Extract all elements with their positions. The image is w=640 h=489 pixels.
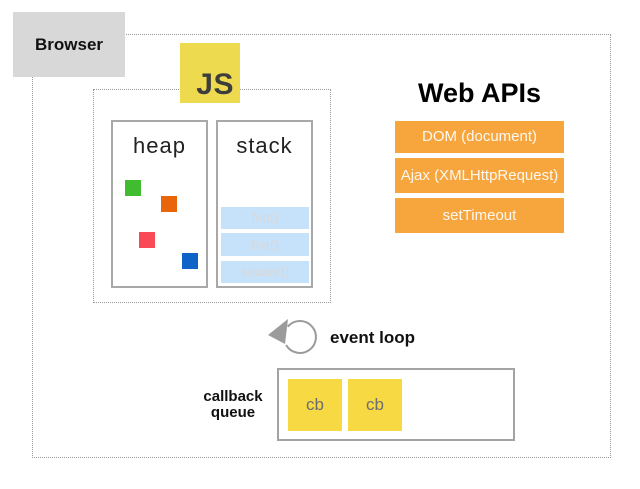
- browser-boundary: [32, 34, 611, 458]
- stack-container: stack foo() bar() square(): [216, 120, 313, 288]
- callback-queue-label: callback queue: [191, 389, 275, 421]
- web-apis-title: Web APIs: [417, 78, 542, 108]
- js-logo: JS: [180, 43, 240, 103]
- event-loop-arrow-icon: [268, 319, 317, 354]
- stack-frame-square: square(): [221, 261, 309, 283]
- heap-object-red: [139, 232, 155, 248]
- heap-label: heap: [133, 133, 186, 158]
- stack-label: stack: [236, 133, 293, 158]
- browser-label: Browser: [34, 34, 104, 54]
- callback-queue-label-line2: queue: [210, 404, 256, 421]
- callback-queue-container: cb cb: [277, 368, 515, 441]
- web-api-settimeout: setTimeout: [395, 198, 564, 233]
- callback-item-1: cb: [288, 379, 342, 431]
- js-logo-label: JS: [196, 68, 234, 101]
- stack-frame-foo: foo(): [221, 207, 309, 229]
- heap-object-green: [125, 180, 141, 196]
- web-api-dom: DOM (document): [395, 121, 564, 153]
- browser-label-box: Browser: [13, 12, 125, 77]
- web-api-ajax: Ajax (XMLHttpRequest): [395, 158, 564, 193]
- event-loop-label: event loop: [330, 328, 416, 347]
- heap-object-orange: [161, 196, 177, 212]
- callback-item-2: cb: [348, 379, 402, 431]
- heap-object-blue: [182, 253, 198, 269]
- heap-container: heap: [111, 120, 208, 288]
- stack-frame-bar: bar(): [221, 233, 309, 256]
- callback-queue-label-line1: callback: [203, 388, 263, 405]
